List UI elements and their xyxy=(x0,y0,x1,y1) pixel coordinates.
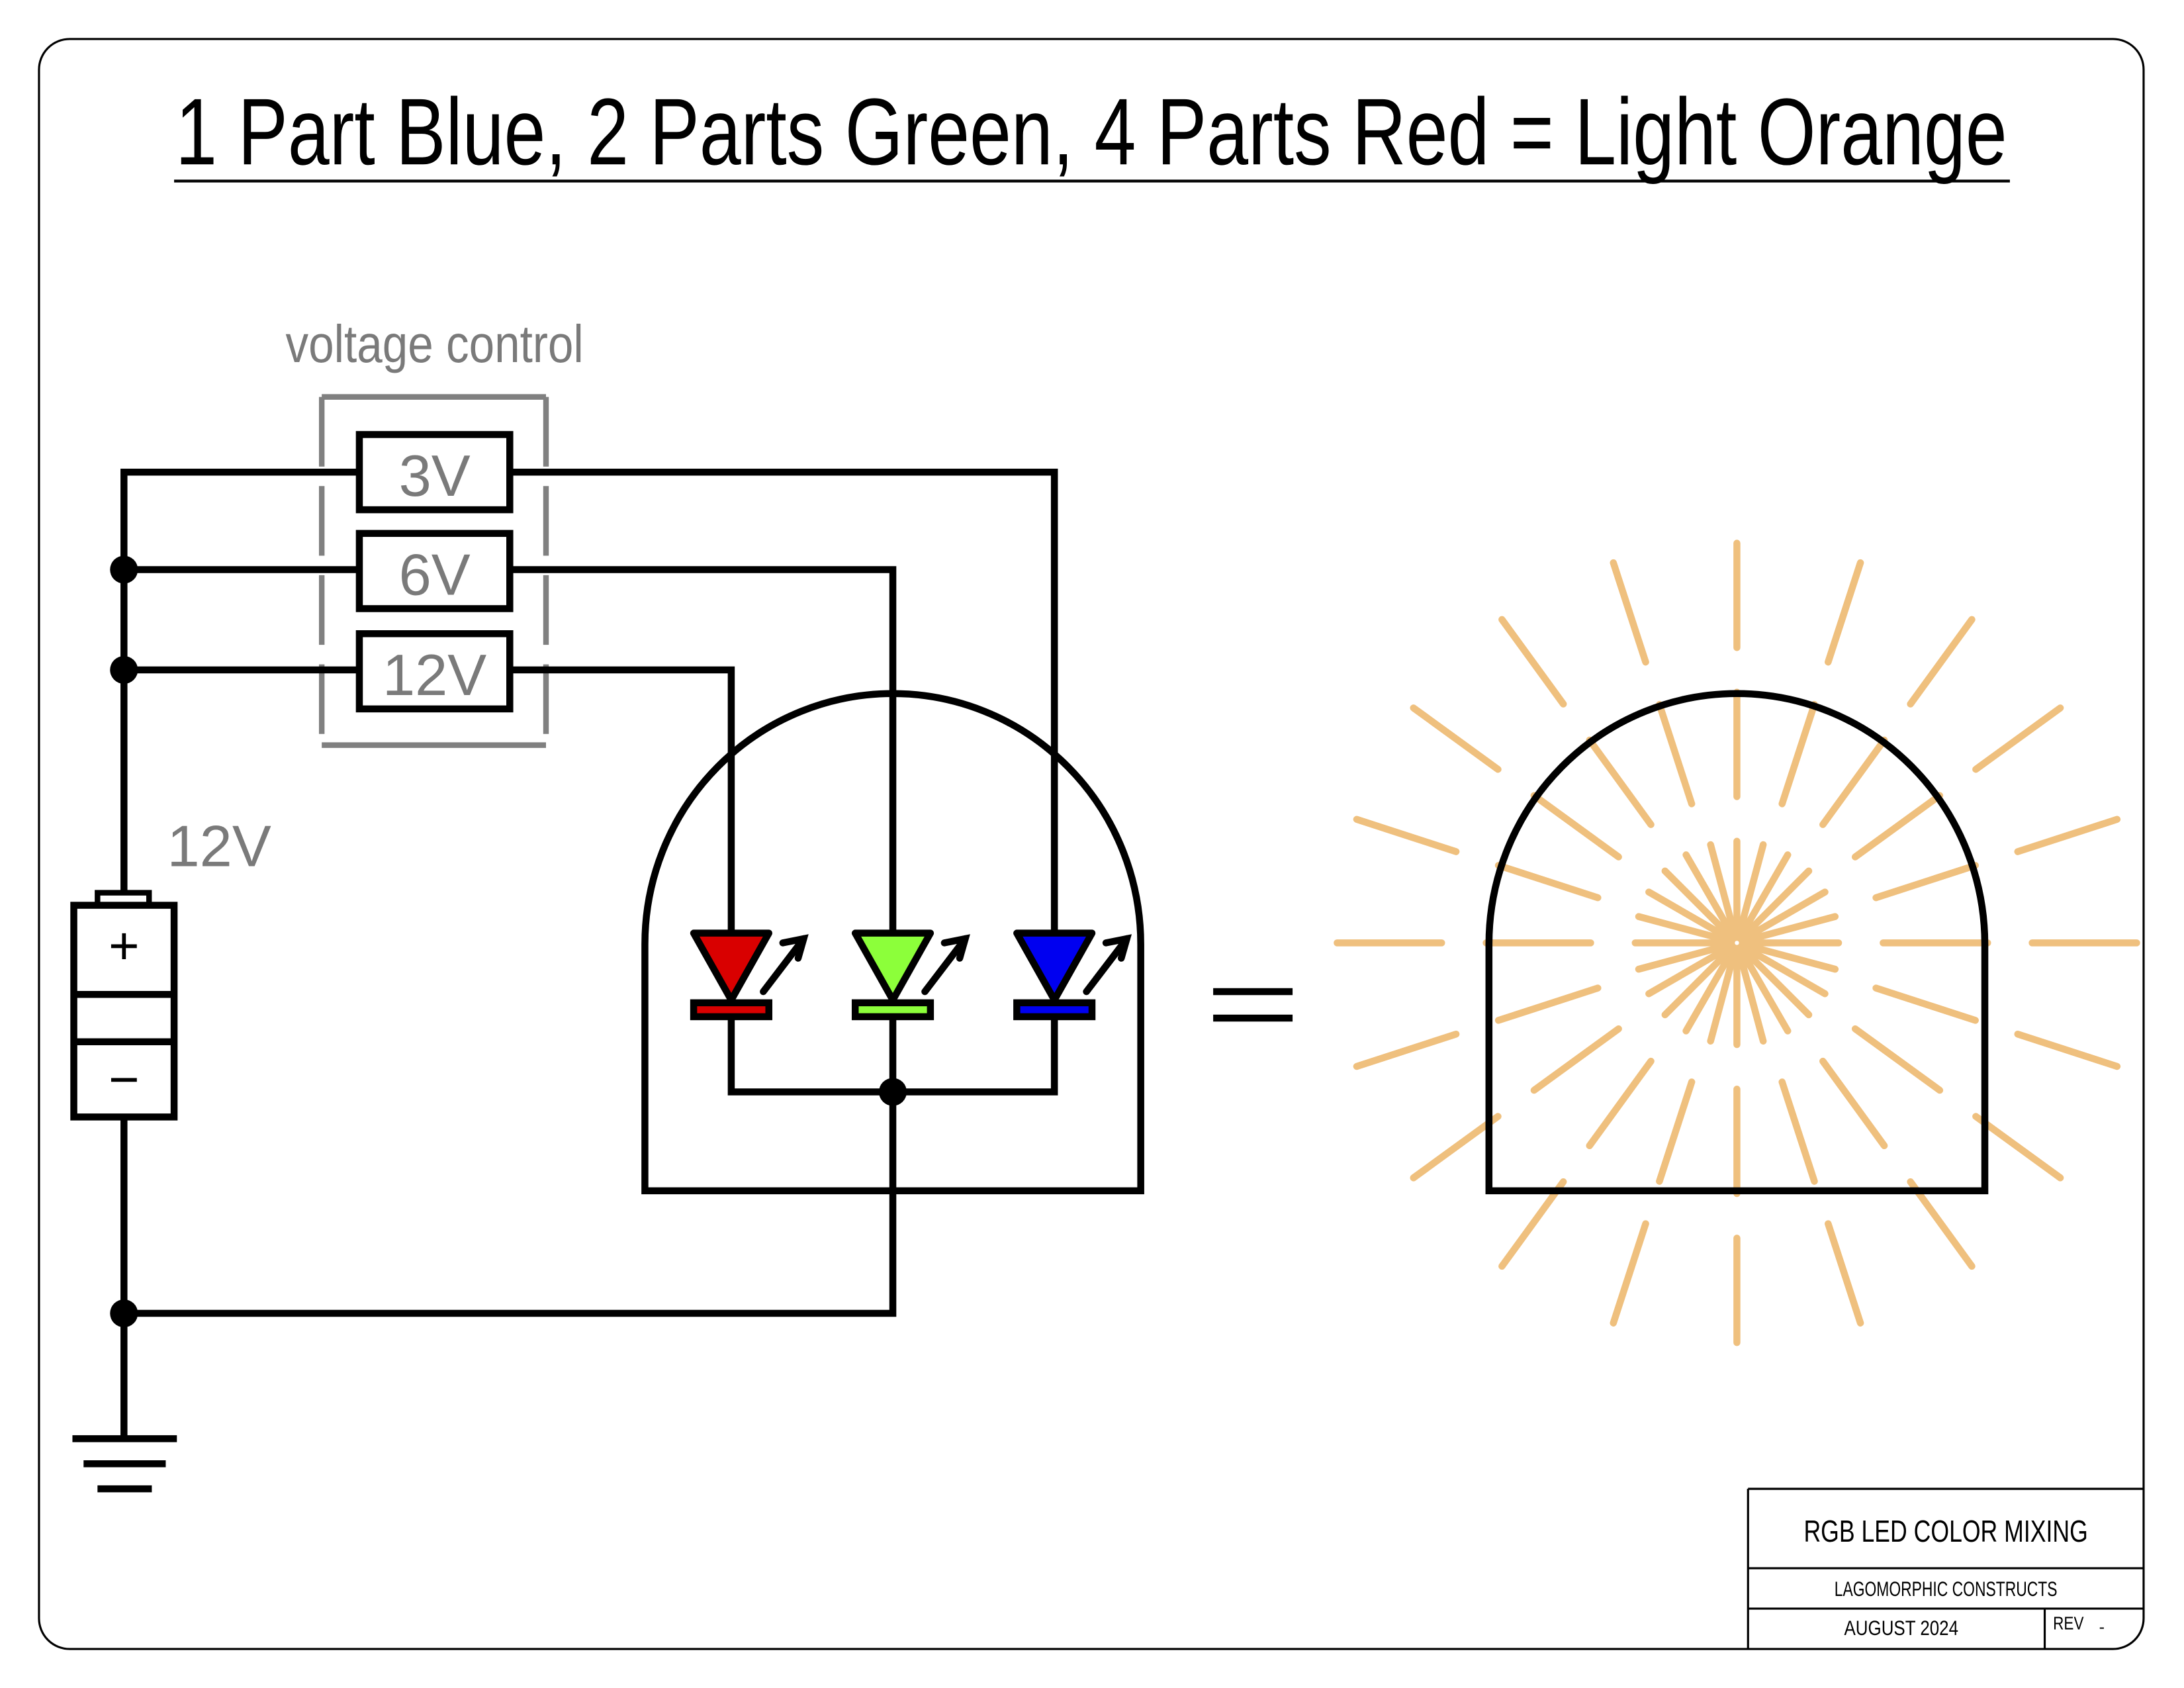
sheet-border xyxy=(38,38,2145,1650)
outer-light-ray xyxy=(1610,559,1649,666)
voltage-control-box xyxy=(318,394,549,748)
outer-light-ray xyxy=(1907,616,1976,708)
led-triangle xyxy=(690,929,772,1004)
outer-light-ray xyxy=(1907,1178,1976,1270)
resistor-label: 6V xyxy=(399,541,471,607)
inner-light-ray xyxy=(1736,851,1792,942)
title-block xyxy=(1747,1487,2144,1650)
rev-label: REV xyxy=(2053,1613,2084,1634)
middle-light-ray xyxy=(1494,862,1602,902)
outer-light-ray xyxy=(2014,1030,2121,1070)
junction-dot xyxy=(110,1299,138,1328)
outer-light-ray xyxy=(1498,616,1567,708)
voltage-control-label: voltage control xyxy=(285,314,583,373)
middle-light-ray xyxy=(1819,736,1888,828)
drawing-title: RGB LED COLOR MIXING xyxy=(1803,1514,2087,1548)
outer-light-ray xyxy=(1972,1113,2064,1182)
resistor-label: 3V xyxy=(399,443,471,508)
middle-light-ray xyxy=(1656,700,1696,808)
equals-sign xyxy=(1213,988,1293,1022)
led-blue xyxy=(1013,929,1132,1021)
resistor-3v: 3V xyxy=(355,431,514,514)
inner-light-ray xyxy=(1735,945,1767,1045)
led-cathode-bar xyxy=(690,999,772,1021)
middle-light-ray xyxy=(1530,792,1622,861)
led-red xyxy=(690,929,809,1021)
middle-light-ray xyxy=(1586,1057,1655,1150)
outer-light-ray xyxy=(1410,1113,1502,1182)
middle-light-ray xyxy=(1851,1025,1944,1094)
led-housing xyxy=(641,690,1144,1195)
outer-light-ray xyxy=(2014,816,2121,855)
middle-light-ray xyxy=(1872,862,1979,902)
resistor-12v: 12V xyxy=(355,630,514,713)
inner-light-ray xyxy=(1707,841,1739,941)
glowing-led-housing xyxy=(1485,690,1989,1195)
middle-light-ray xyxy=(1586,736,1655,828)
battery-minus: − xyxy=(109,1050,140,1109)
middle-light-ray xyxy=(1778,1078,1818,1185)
inner-light-ray xyxy=(1739,913,1839,945)
outer-light-ray xyxy=(1825,1220,1864,1327)
ground-symbol xyxy=(72,1435,177,1493)
inner-light-ray xyxy=(1738,942,1829,998)
middle-light-ray xyxy=(1851,792,1944,861)
middle-light-ray xyxy=(1656,1078,1696,1185)
company-name: LAGOMORPHIC CONSTRUCTS xyxy=(1835,1577,2058,1601)
junction-dot xyxy=(110,555,138,584)
resistor-label: 12V xyxy=(383,642,486,708)
light-emission-arrow-icon xyxy=(760,934,809,996)
outer-light-ray xyxy=(1353,1030,1460,1070)
inner-light-ray xyxy=(1739,941,1839,973)
outer-light-ray xyxy=(1410,704,1502,773)
led-green xyxy=(851,929,970,1021)
battery-voltage-label: 12V xyxy=(167,814,271,879)
outer-light-ray xyxy=(1610,1220,1649,1327)
inner-light-ray xyxy=(1737,867,1813,943)
led-triangle xyxy=(1013,929,1096,1004)
middle-light-ray xyxy=(1778,700,1818,808)
drawing-date: AUGUST 2024 xyxy=(1844,1616,1958,1640)
inner-light-ray xyxy=(1645,942,1736,998)
inner-light-ray xyxy=(1707,945,1739,1045)
inner-light-ray xyxy=(1682,851,1738,942)
inner-light-ray xyxy=(1737,943,1813,1019)
light-emission-arrow-icon xyxy=(921,934,970,996)
rev-value: - xyxy=(2099,1618,2105,1636)
led-cathode-bar xyxy=(1013,999,1096,1021)
inner-light-ray xyxy=(1738,888,1829,944)
outer-light-ray xyxy=(1825,559,1864,666)
outer-light-ray xyxy=(1498,1178,1567,1270)
junction-dot xyxy=(878,1078,907,1106)
inner-light-ray xyxy=(1682,944,1738,1035)
middle-light-ray xyxy=(1872,984,1979,1024)
inner-light-ray xyxy=(1645,888,1736,944)
middle-light-ray xyxy=(1494,984,1602,1024)
junction-dot xyxy=(110,655,138,684)
middle-light-ray xyxy=(1530,1025,1622,1094)
resistor-6v: 6V xyxy=(355,530,514,612)
battery: + − xyxy=(70,890,178,1121)
battery-plus: + xyxy=(109,916,140,975)
led-cathode-bar xyxy=(851,999,934,1021)
led-triangle xyxy=(851,929,934,1004)
middle-light-ray xyxy=(1819,1057,1888,1150)
light-emission-arrow-icon xyxy=(1083,934,1132,996)
light-rays xyxy=(1334,539,2140,1346)
inner-light-ray xyxy=(1635,913,1735,945)
inner-light-ray xyxy=(1735,841,1767,941)
inner-light-ray xyxy=(1661,867,1737,943)
outer-light-ray xyxy=(1972,704,2064,773)
inner-light-ray xyxy=(1661,943,1737,1019)
outer-light-ray xyxy=(1353,816,1460,855)
diagram-title: 1 Part Blue, 2 Parts Green, 4 Parts Red … xyxy=(175,79,2007,185)
inner-light-ray xyxy=(1635,941,1735,973)
inner-light-ray xyxy=(1736,944,1792,1035)
